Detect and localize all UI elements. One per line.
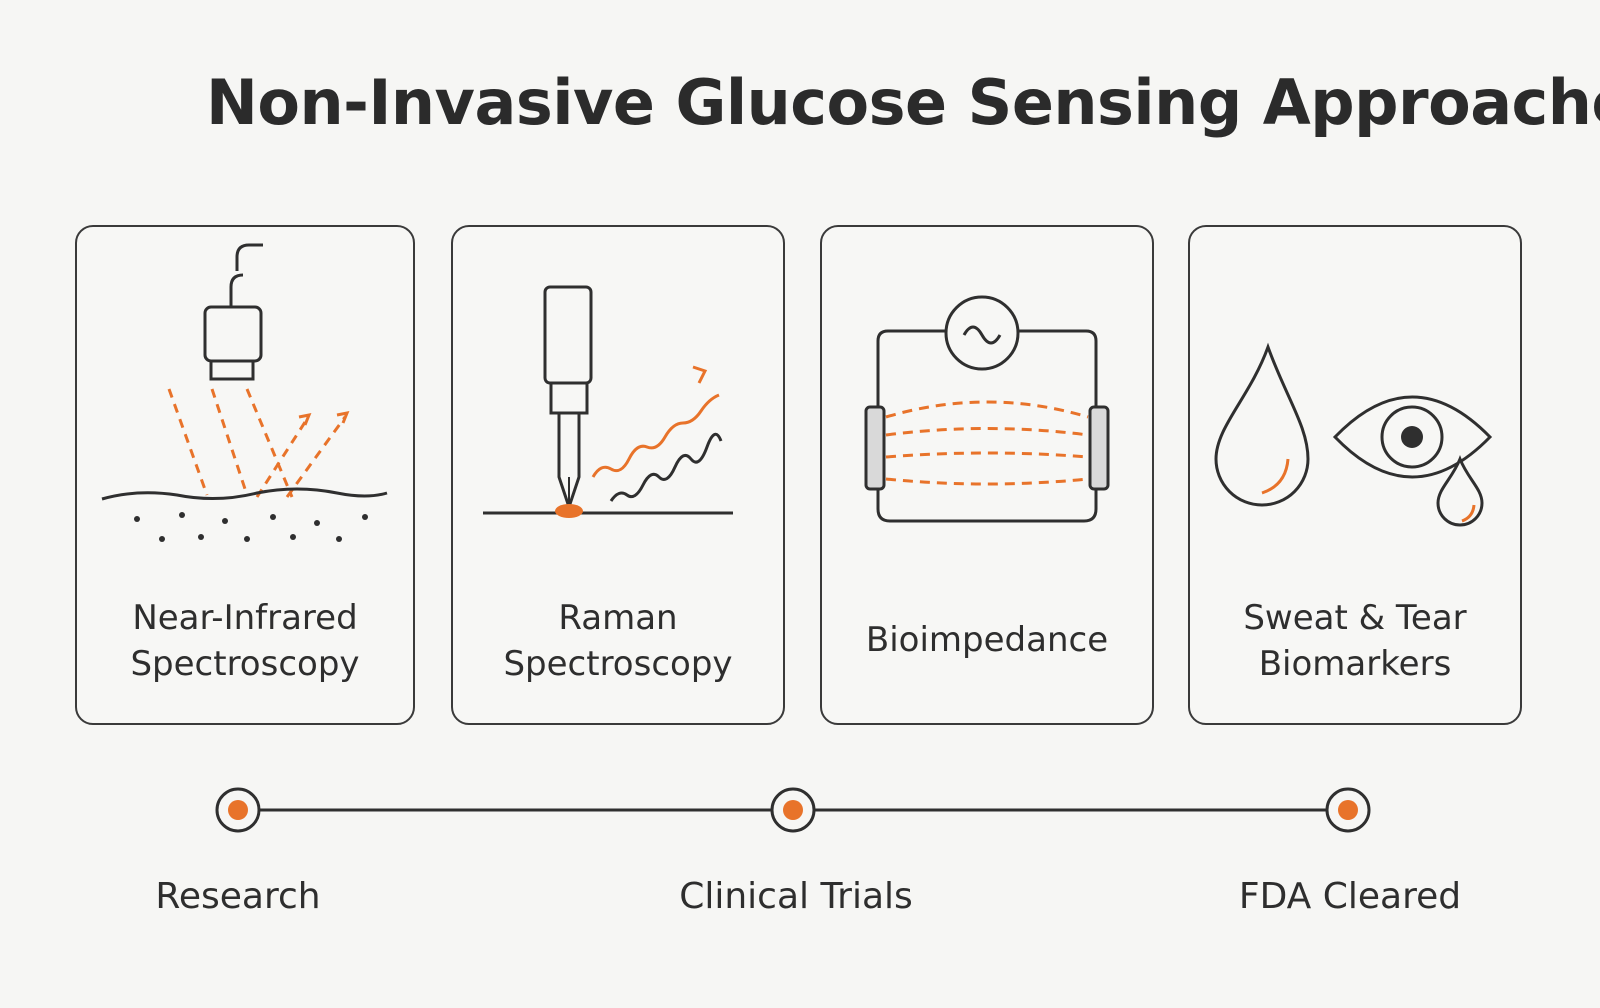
approach-label: Sweat & Tear Biomarkers (1243, 598, 1467, 684)
timeline-node-clinical-trials (770, 787, 816, 833)
nir-sensor-icon (101, 243, 388, 542)
approach-card-near-infrared: Near-Infrared Spectroscopy (75, 225, 415, 725)
page-title: Non-Invasive Glucose Sensing Approaches (206, 66, 1600, 139)
stage-label-fda-cleared: FDA Cleared (1238, 876, 1462, 917)
approach-label: Near-Infrared Spectroscopy (130, 598, 360, 684)
timeline-node-fda-cleared (1325, 787, 1371, 833)
bioimpedance-circuit-icon (864, 295, 1110, 523)
stage-label-clinical-trials: Clinical Trials (679, 876, 913, 917)
approach-card-sweat-tear: Sweat & Tear Biomarkers (1188, 225, 1522, 725)
drop-and-eye-icon (1214, 342, 1493, 527)
approach-card-bioimpedance: Bioimpedance (820, 225, 1154, 725)
approach-card-raman: Raman Spectroscopy (451, 225, 785, 725)
maturity-timeline (215, 787, 1371, 833)
approach-label: Bioimpedance (865, 620, 1109, 660)
raman-probe-icon (483, 285, 733, 518)
approach-label: Raman Spectroscopy (503, 598, 733, 684)
stage-label-research: Research (155, 876, 321, 917)
timeline-node-research (215, 787, 261, 833)
